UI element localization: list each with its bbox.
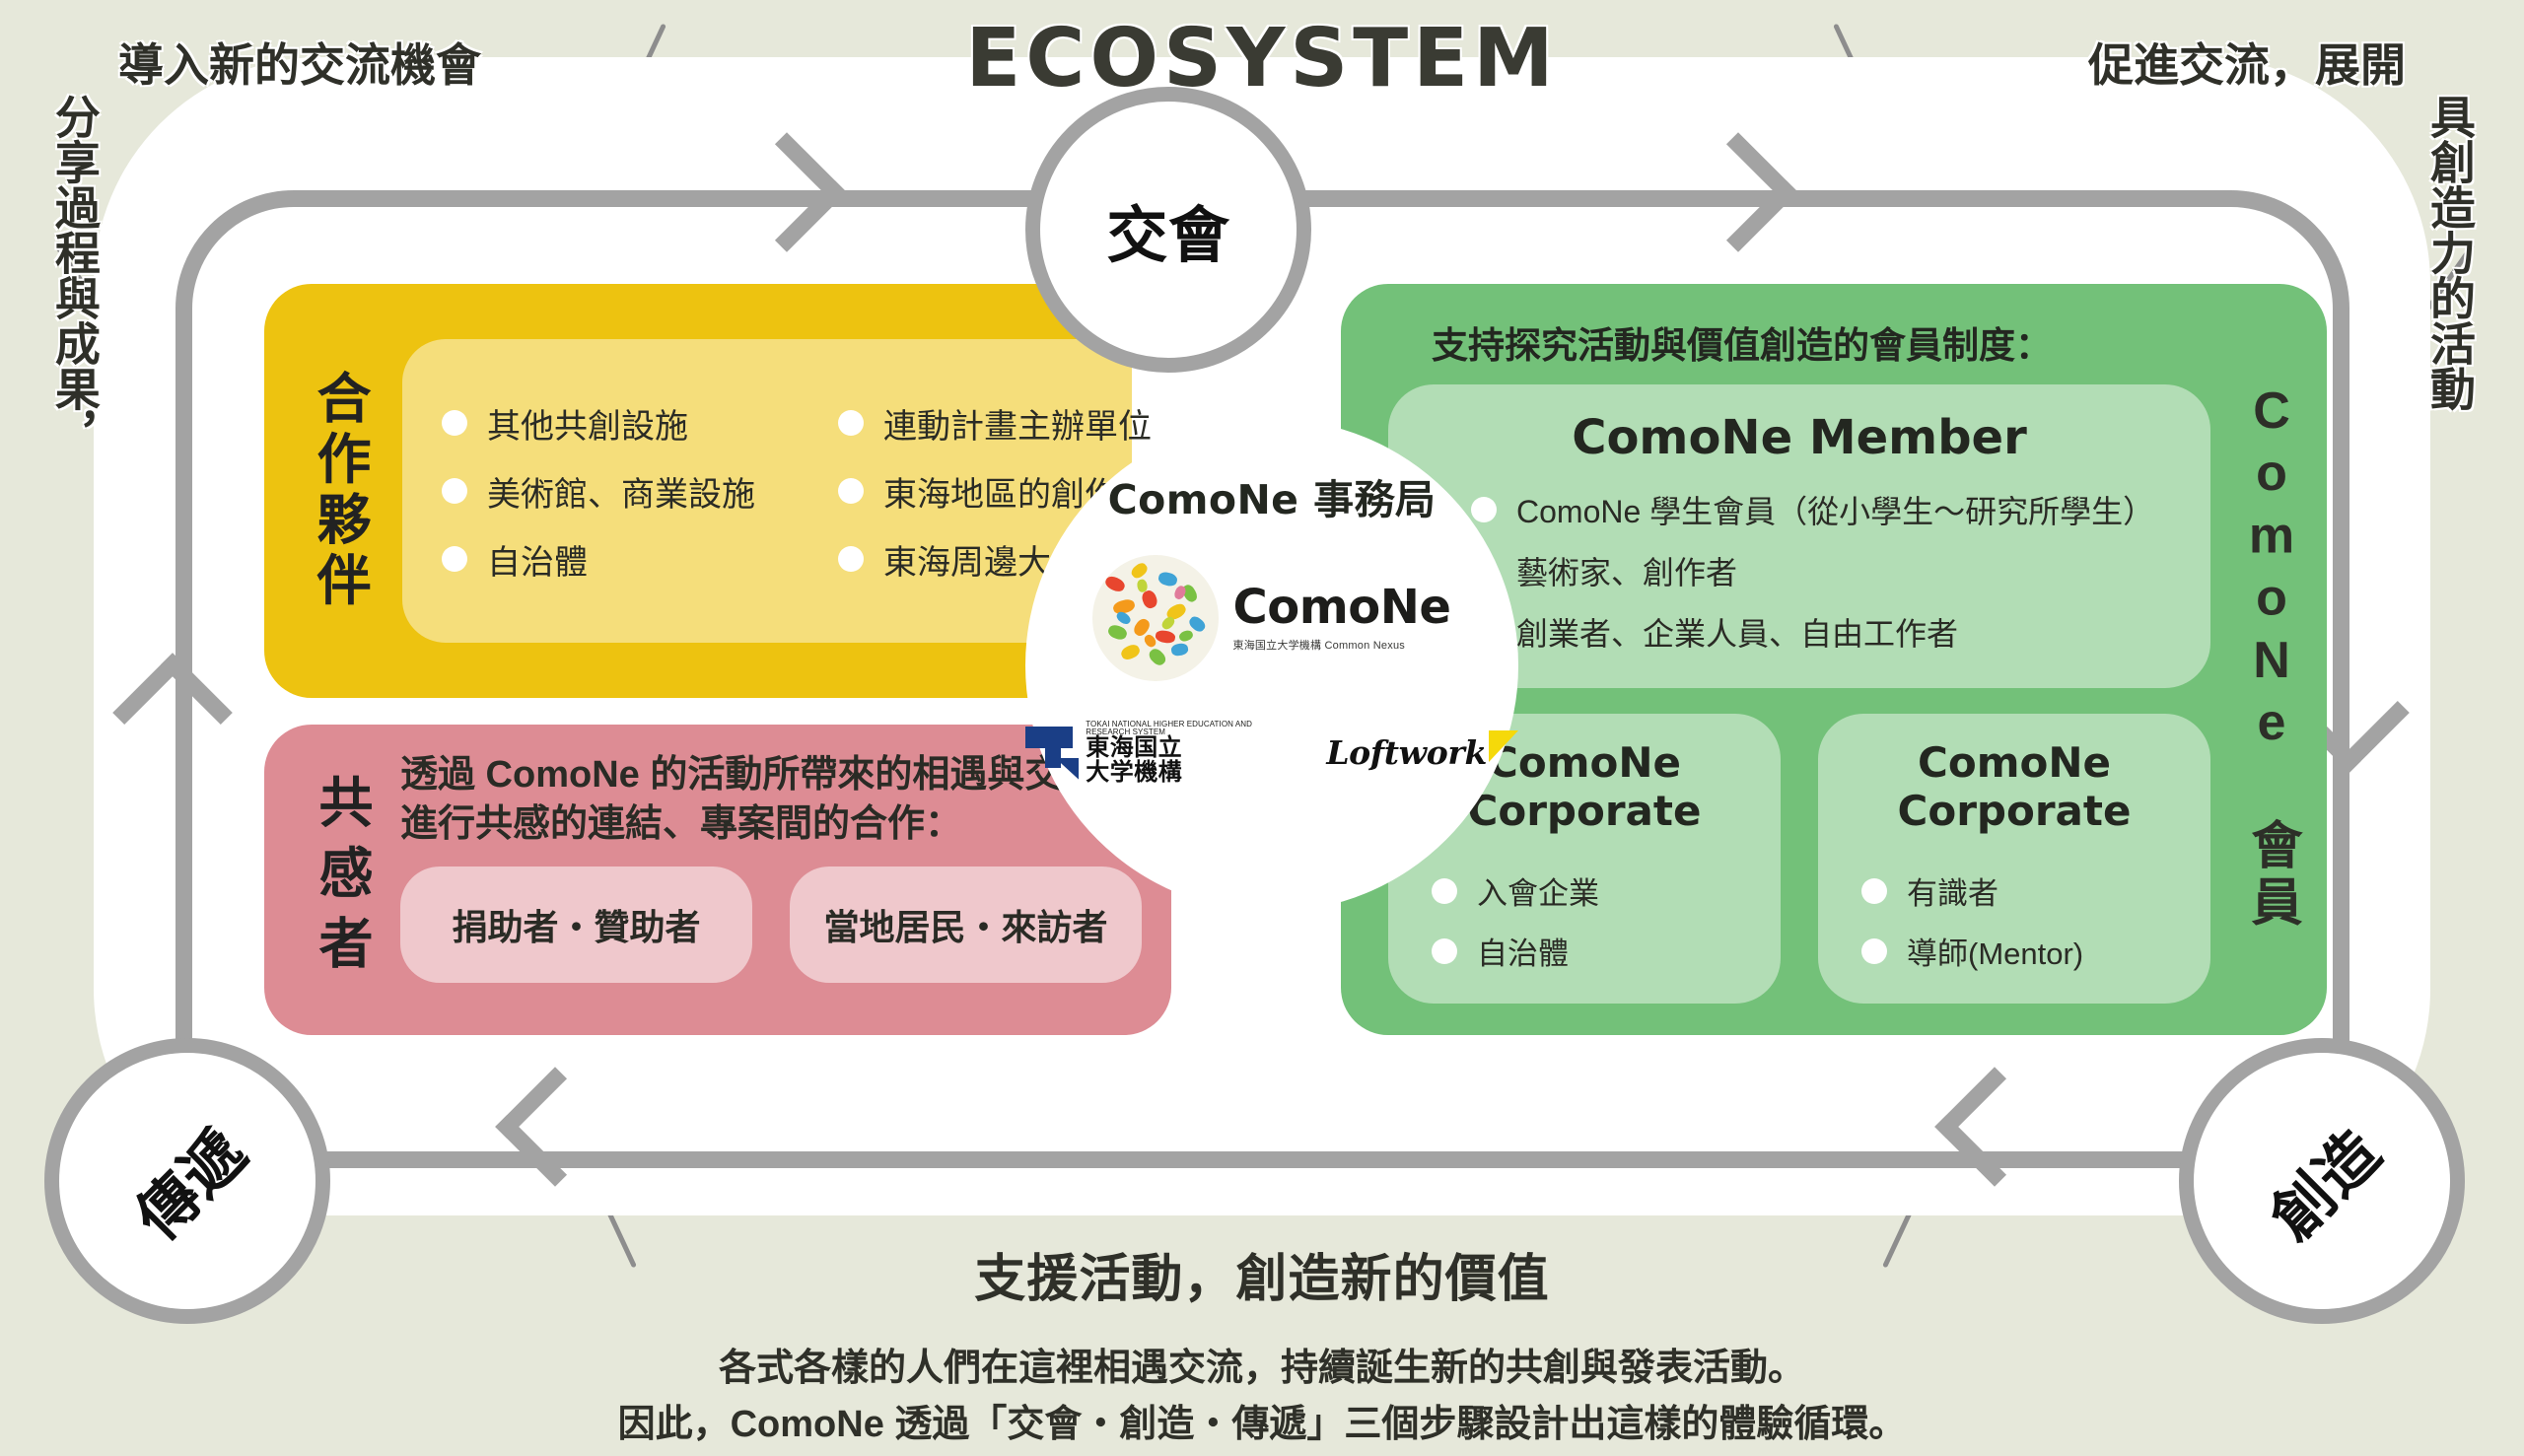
corporate-card-bullets: 有識者 導師(Mentor) [1861, 868, 2181, 973]
member-card-title: ComoNe Member [1572, 410, 2027, 465]
list-item-label: 美術館、商業設施 [487, 475, 755, 514]
list-item-label: ComoNe 學生會員（從小學生～研究所學生） [1516, 494, 2155, 529]
tokai-logo-line2: 大学機構 [1086, 758, 1183, 786]
panel-partners: 合作夥伴 其他共創設施 美術館、商業設施 自治體 連動計畫主辦單位 東海地區的創… [264, 284, 1191, 698]
corporate-card-title: ComoNe Corporate [1897, 738, 2132, 835]
bullet-dot-icon [1432, 877, 1457, 904]
bullet-dot-icon [838, 546, 864, 572]
node-encounter: 交會 [1025, 87, 1311, 373]
list-item-label: 有識者 [1907, 876, 1998, 912]
bottom-heading: 支援活動，創造新的價值 [974, 1251, 1550, 1308]
comone-wordmark: ComoNe 東海国立大学機構 Common Nexus [1232, 580, 1451, 653]
empathy-card: 捐助者・贊助者 [400, 867, 752, 984]
node-deliver-label: 傳遞 [121, 1115, 260, 1254]
panel-empathy: 共感者 透過 ComoNe 的活動所帶來的相遇與交流，進行共感的連結、專案間的合… [264, 725, 1171, 1035]
list-item-label: 創業者、企業人員、自由工作者 [1516, 616, 1959, 652]
corporate-card-title: ComoNe Corporate [1467, 738, 1702, 835]
bullet-dot-icon [442, 546, 467, 572]
list-item-label: 自治體 [487, 543, 588, 582]
bullet-dot-icon [1432, 937, 1457, 964]
loftwork-logo-text: Loftwork [1326, 733, 1487, 773]
list-item: 自治體 [442, 535, 755, 584]
partners-column-left: 其他共創設施 美術館、商業設施 自治體 [442, 399, 755, 584]
list-item-label: 其他共創設施 [487, 407, 688, 446]
comone-wordmark-subtext: 東海国立大学機構 Common Nexus [1232, 640, 1406, 652]
bullet-dot-icon [838, 478, 864, 504]
hub-circle: ComoNe 事務局 [1025, 419, 1518, 912]
list-item: 導師(Mentor) [1861, 929, 2181, 973]
caption-top-left: 導入新的交流機會 [118, 39, 481, 91]
empathy-card-row: 捐助者・贊助者 當地居民・來訪者 [400, 867, 1142, 984]
panel-members: 支持探究活動與價值創造的會員制度： ComoNe Member ComoNe 學… [1341, 284, 2327, 1035]
caption-left-vertical: 分享過程與成果， [48, 94, 101, 456]
hub-title: ComoNe 事務局 [1107, 476, 1437, 523]
bottom-subtext: 各式各樣的人們在這裡相遇交流，持續誕生新的共創與發表活動。 因此，ComoNe … [0, 1341, 2524, 1453]
member-card: ComoNe Member ComoNe 學生會員（從小學生～研究所學生） 藝術… [1388, 384, 2210, 688]
panel-members-heading: 支持探究活動與價值創造的會員制度： [1432, 325, 2052, 366]
list-item-label: 導師(Mentor) [1907, 936, 2084, 972]
caption-right-vertical: 具創造力的活動 [2424, 94, 2476, 411]
tokai-logo-line1: 東海国立 [1086, 734, 1183, 762]
node-encounter-label: 交會 [1106, 199, 1230, 271]
bullet-dot-icon [1471, 497, 1497, 522]
list-item: 藝術家、創作者 [1471, 548, 2171, 593]
tokai-logo-tagline: TOKAI NATIONAL HIGHER EDUCATION AND RESE… [1086, 720, 1252, 737]
panel-empathy-content: 透過 ComoNe 的活動所帶來的相遇與交流，進行共感的連結、專案間的合作： 捐… [400, 725, 1171, 1035]
list-item-label: 入會企業 [1477, 876, 1599, 912]
loftwork-logo: Loftwork [1326, 729, 1518, 776]
tokai-mark-icon [1025, 723, 1079, 784]
empathy-card: 當地居民・來訪者 [790, 867, 1142, 984]
list-item: 創業者、企業人員、自由工作者 [1471, 609, 2171, 655]
panel-members-side-label: ComoNe 會員 [2243, 381, 2300, 932]
bullet-dot-icon [1861, 937, 1887, 964]
panel-partners-label: 合作夥伴 [309, 369, 370, 613]
bullet-dot-icon [838, 410, 864, 436]
list-item: 美術館、商業設施 [442, 467, 755, 516]
list-item: 有識者 [1861, 868, 2181, 913]
comone-wordmark-text: ComoNe [1232, 580, 1451, 635]
list-item-label: 自治體 [1477, 936, 1569, 972]
tokai-logo-text: TOKAI NATIONAL HIGHER EDUCATION AND RESE… [1086, 720, 1291, 786]
comone-logo: ComoNe 東海国立大学機構 Common Nexus [1092, 555, 1451, 681]
bullet-dot-icon [1861, 877, 1887, 904]
list-item: 入會企業 [1432, 868, 1751, 913]
list-item-label: 連動計畫主辦單位 [883, 407, 1152, 446]
corporate-card-bullets: 入會企業 自治體 [1432, 868, 1751, 973]
panel-empathy-label: 共感者 [311, 774, 372, 986]
node-deliver: 傳遞 [44, 1038, 330, 1324]
tokai-university-logo: TOKAI NATIONAL HIGHER EDUCATION AND RESE… [1025, 720, 1291, 786]
panel-members-content: 支持探究活動與價值創造的會員制度： ComoNe Member ComoNe 學… [1341, 284, 2327, 1035]
page-title: ECOSYSTEM [965, 12, 1559, 105]
comone-blob-icon [1092, 555, 1220, 681]
list-item: ComoNe 學生會員（從小學生～研究所學生） [1471, 487, 2171, 532]
member-card-bullets: ComoNe 學生會員（從小學生～研究所學生） 藝術家、創作者 創業者、企業人員… [1471, 487, 2171, 655]
node-create-label: 創造 [2256, 1115, 2395, 1254]
bullet-dot-icon [442, 478, 467, 504]
list-item: 連動計畫主辦單位 [838, 399, 1152, 448]
caption-top-right: 促進交流，展開 [2088, 39, 2406, 91]
loftwork-triangle-icon [1489, 729, 1518, 762]
list-item-label: 藝術家、創作者 [1516, 555, 1738, 590]
list-item: 自治體 [1432, 929, 1751, 973]
bullet-dot-icon [442, 410, 467, 436]
bottom-subtext-line2: 因此，ComoNe 透過「交會・創造・傳遞」三個步驟設計出這樣的體驗循環。 [617, 1404, 1907, 1445]
corporate-card-row: ComoNe Corporate 入會企業 自治體 ComoNe Corpora… [1388, 714, 2210, 1004]
list-item: 其他共創設施 [442, 399, 755, 448]
bottom-subtext-line1: 各式各樣的人們在這裡相遇交流，持續誕生新的共創與發表活動。 [718, 1348, 1805, 1389]
panel-empathy-heading: 透過 ComoNe 的活動所帶來的相遇與交流，進行共感的連結、專案間的合作： [400, 754, 1138, 846]
corporate-card: ComoNe Corporate 有識者 導師(Mentor) [1818, 714, 2210, 1004]
hub-partner-logos: TOKAI NATIONAL HIGHER EDUCATION AND RESE… [1025, 720, 1518, 786]
